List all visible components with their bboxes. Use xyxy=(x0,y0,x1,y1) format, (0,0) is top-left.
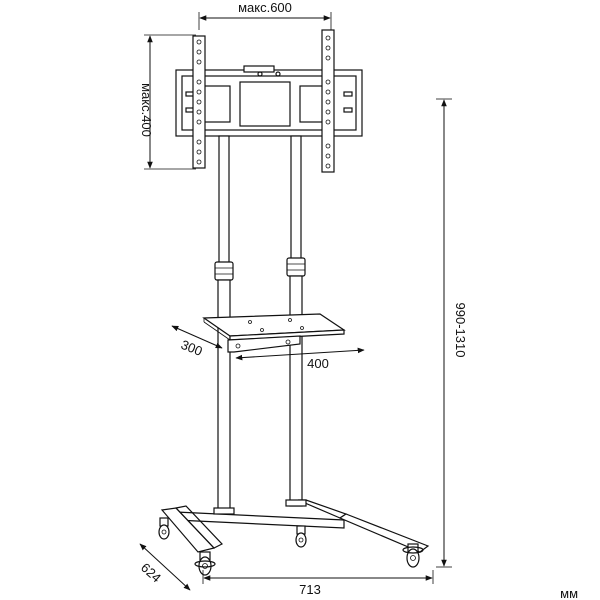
lower-poles xyxy=(217,275,303,513)
base-width-label: 713 xyxy=(299,582,321,597)
stand-height-dimension: 990-1310 xyxy=(436,98,468,568)
shelf-width-label: 400 xyxy=(307,356,329,371)
shelf-depth-dimension: 300 xyxy=(171,325,223,359)
stand-height-label: 990-1310 xyxy=(453,303,468,358)
base-depth-label: 624 xyxy=(138,560,164,586)
bracket-width-dimension: макс.600 xyxy=(198,0,332,30)
unit-label: мм xyxy=(560,586,578,600)
base-width-dimension: 713 xyxy=(202,570,434,597)
shelf-width-dimension: 400 xyxy=(235,347,365,371)
bracket-width-label: макс.600 xyxy=(238,0,292,15)
caster-front-right xyxy=(402,543,424,568)
caster-rear-left xyxy=(158,517,170,540)
bracket-arm-holes xyxy=(196,35,331,169)
shelf-depth-label: 300 xyxy=(179,337,205,359)
base xyxy=(160,499,430,553)
bracket-height-dimension: макс.400 xyxy=(139,34,196,170)
casters xyxy=(158,517,424,576)
base-depth-dimension: 624 xyxy=(138,543,191,591)
upper-poles xyxy=(218,135,302,265)
caster-front-left xyxy=(194,551,216,576)
tv-bracket xyxy=(175,29,363,173)
bracket-height-label: макс.400 xyxy=(139,83,154,137)
caster-rear-right xyxy=(295,525,307,548)
